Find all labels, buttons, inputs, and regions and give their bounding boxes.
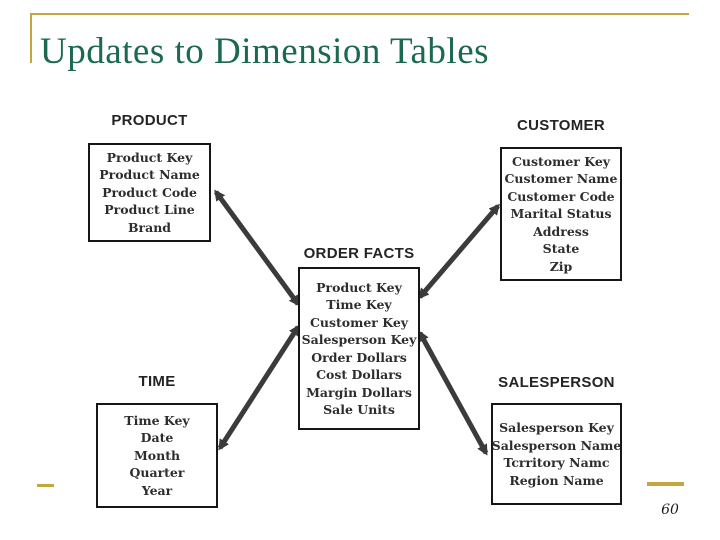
table-title-salesperson: SALESPERSON — [498, 374, 615, 391]
connector-orderfacts-time — [217, 324, 301, 451]
field: Cost Dollars — [316, 367, 402, 382]
field: Product Key — [316, 279, 402, 295]
field: Region Name — [509, 472, 604, 488]
table-product: Product Key Product Name Product Code Pr… — [88, 143, 211, 242]
table-time: Time Key Date Month Quarter Year — [96, 403, 218, 508]
field: State — [542, 241, 580, 257]
field: Salesperson Key — [499, 420, 614, 435]
field: Month — [133, 447, 181, 463]
table-title-product: PRODUCT — [111, 112, 188, 129]
table-salesperson: Salesperson Key Salesperson Name Tcrrito… — [491, 403, 622, 505]
accent-dash-bottom-right — [647, 482, 684, 486]
connector-orderfacts-salesperson — [417, 330, 489, 456]
accent-dash-bottom-left — [37, 484, 54, 487]
field: Brand — [127, 219, 172, 235]
field: Date — [140, 430, 174, 446]
field: Product Key — [106, 149, 193, 165]
accent-line-top — [30, 13, 689, 15]
table-title-customer: CUSTOMER — [517, 117, 605, 134]
field: Customer Code — [507, 188, 615, 204]
field: Address — [533, 223, 589, 239]
field: Year — [141, 482, 173, 498]
field: Salesperson Key — [301, 332, 417, 347]
connector-orderfacts-customer — [418, 203, 500, 300]
field: Order Dollars — [311, 349, 407, 365]
field: Salesperson Name — [491, 437, 622, 453]
table-title-time: TIME — [138, 373, 176, 390]
accent-line-left — [30, 13, 32, 63]
field: Zip — [549, 258, 573, 274]
field: Time Key — [326, 297, 392, 312]
field: Customer Key — [511, 153, 611, 169]
connector-orderfacts-product — [213, 189, 301, 307]
field: Sale Units — [323, 402, 395, 417]
page-number: 60 — [661, 502, 679, 518]
field: Tcrritory Namc — [503, 455, 610, 470]
page-title: Updates to Dimension Tables — [40, 31, 490, 72]
field: Product Code — [102, 184, 197, 200]
field: Time Key — [124, 412, 190, 428]
field: Product Name — [99, 167, 200, 183]
table-title-order-facts: ORDER FACTS — [303, 245, 415, 262]
table-order-facts: Product Key Time Key Customer Key Salesp… — [298, 267, 420, 430]
field: Customer Key — [309, 314, 409, 330]
field: Product Line — [104, 202, 195, 218]
field: Margin Dollars — [306, 384, 412, 400]
table-customer: Customer Key Customer Name Customer Code… — [500, 147, 622, 281]
field: Quarter — [129, 465, 185, 481]
field: Customer Name — [504, 171, 618, 187]
field: Marital Status — [510, 206, 612, 222]
